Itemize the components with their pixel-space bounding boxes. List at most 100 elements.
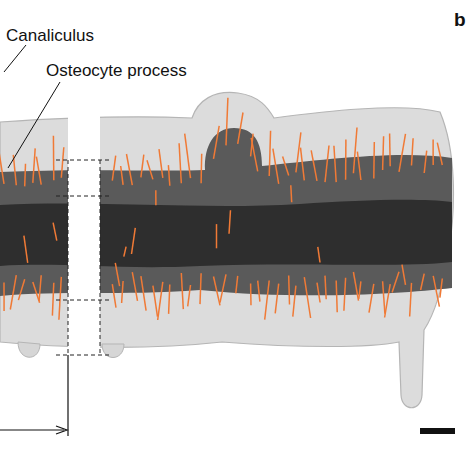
tethering-fiber: [33, 148, 35, 183]
tethering-fiber: [112, 284, 116, 308]
tethering-fiber: [10, 275, 16, 309]
tethering-fiber: [432, 139, 434, 165]
tethering-fiber: [155, 190, 157, 205]
tethering-fiber: [304, 277, 310, 318]
tethering-fiber: [334, 146, 336, 182]
tethering-fiber: [200, 154, 202, 183]
tethering-fiber: [421, 274, 425, 290]
tethering-fiber: [258, 281, 260, 302]
tethering-fiber: [440, 279, 442, 298]
tethering-fiber: [216, 224, 218, 248]
tethering-fiber: [353, 272, 358, 301]
tethering-fiber: [18, 279, 24, 300]
panel-letter: b: [454, 10, 466, 29]
tethering-fiber: [399, 134, 406, 172]
leader-line: [4, 45, 26, 72]
tethering-fiber: [61, 147, 64, 177]
tethering-fiber: [169, 285, 170, 314]
tethering-fiber: [392, 272, 399, 293]
tethering-fiber: [36, 157, 41, 185]
tethering-fiber: [325, 146, 329, 183]
tethering-fiber: [359, 281, 361, 298]
tethering-fiber: [115, 263, 119, 286]
tethering-fiber: [412, 138, 414, 165]
tethering-fiber: [53, 223, 57, 241]
tethering-fiber: [290, 185, 292, 202]
tethering-fiber: [325, 276, 326, 300]
scale-bar: [420, 428, 455, 434]
tethering-fiber: [121, 166, 123, 185]
tethering-fiber: [318, 247, 320, 263]
tethering-fiber: [168, 165, 169, 186]
part-label: Osteocyte process: [46, 62, 187, 79]
tethering-fiber: [179, 143, 181, 183]
wall-knob: [18, 342, 40, 357]
tethering-fiber: [141, 155, 144, 178]
tethering-fiber: [141, 276, 146, 311]
tethering-fiber: [24, 164, 26, 187]
part-label: Canaliculus: [6, 27, 94, 44]
tethering-fiber: [251, 138, 258, 172]
tethering-fiber: [437, 143, 442, 165]
tethering-fiber: [373, 142, 375, 179]
leader-line: [8, 82, 60, 168]
tethering-fiber: [250, 284, 252, 306]
tethering-fiber: [402, 265, 406, 285]
tethering-fiber: [200, 273, 201, 304]
tethering-fiber: [311, 150, 317, 180]
tethering-fiber: [353, 128, 357, 174]
dimension-line: [67, 355, 68, 436]
tethering-fiber: [159, 149, 163, 178]
tethering-fiber: [226, 98, 228, 146]
tethering-fiber: [124, 247, 126, 257]
tethering-fiber: [0, 149, 4, 184]
tethering-fiber: [288, 276, 290, 305]
tethering-fiber: [185, 134, 191, 179]
tethering-fiber: [181, 273, 183, 309]
tethering-fiber: [214, 277, 221, 306]
tethering-fiber: [158, 282, 163, 320]
tethering-fibers: [0, 98, 442, 320]
tethering-fiber: [389, 134, 391, 167]
tethering-fiber: [188, 285, 191, 306]
tethering-fiber: [3, 283, 5, 311]
tethering-fiber: [265, 281, 270, 320]
tethering-fiber: [24, 236, 28, 263]
tethering-fiber: [214, 126, 220, 159]
tethering-fiber: [220, 274, 226, 302]
tethering-fiber: [357, 152, 361, 180]
tethering-fiber: [153, 286, 158, 317]
tethering-fiber: [301, 148, 305, 181]
tethering-fiber: [13, 155, 16, 185]
tethering-fiber: [383, 281, 385, 314]
arrow-head: [56, 426, 67, 434]
tethering-fiber: [345, 140, 347, 180]
tethering-fiber: [132, 272, 137, 301]
tethering-fiber: [369, 284, 374, 313]
tethering-fiber: [236, 276, 238, 293]
tethering-fiber: [383, 136, 384, 170]
tethering-fiber: [53, 136, 55, 181]
dimension-arrow: [0, 429, 64, 430]
tethering-fiber: [273, 149, 279, 184]
section-gap: [68, 95, 100, 375]
tethering-fiber: [424, 151, 427, 173]
tethering-fiber: [269, 131, 270, 176]
tethering-fiber: [132, 228, 136, 254]
tethering-fiber: [127, 154, 133, 185]
tethering-fiber: [433, 276, 439, 307]
tethering-fiber: [296, 132, 301, 172]
tethering-fiber: [229, 210, 231, 234]
tethering-fiber: [283, 157, 289, 176]
tethering-fiber: [238, 113, 243, 144]
tethering-fiber: [275, 284, 279, 314]
tethering-fiber: [410, 283, 412, 317]
tethering-fiber: [52, 283, 53, 316]
tethering-fiber: [147, 160, 153, 179]
tethering-fiber: [39, 275, 41, 301]
tethering-fiber: [336, 281, 337, 313]
tethering-fiber: [317, 283, 320, 303]
tethering-fiber: [112, 156, 115, 181]
tethering-fiber: [385, 284, 391, 317]
section-dashes: [56, 160, 112, 355]
